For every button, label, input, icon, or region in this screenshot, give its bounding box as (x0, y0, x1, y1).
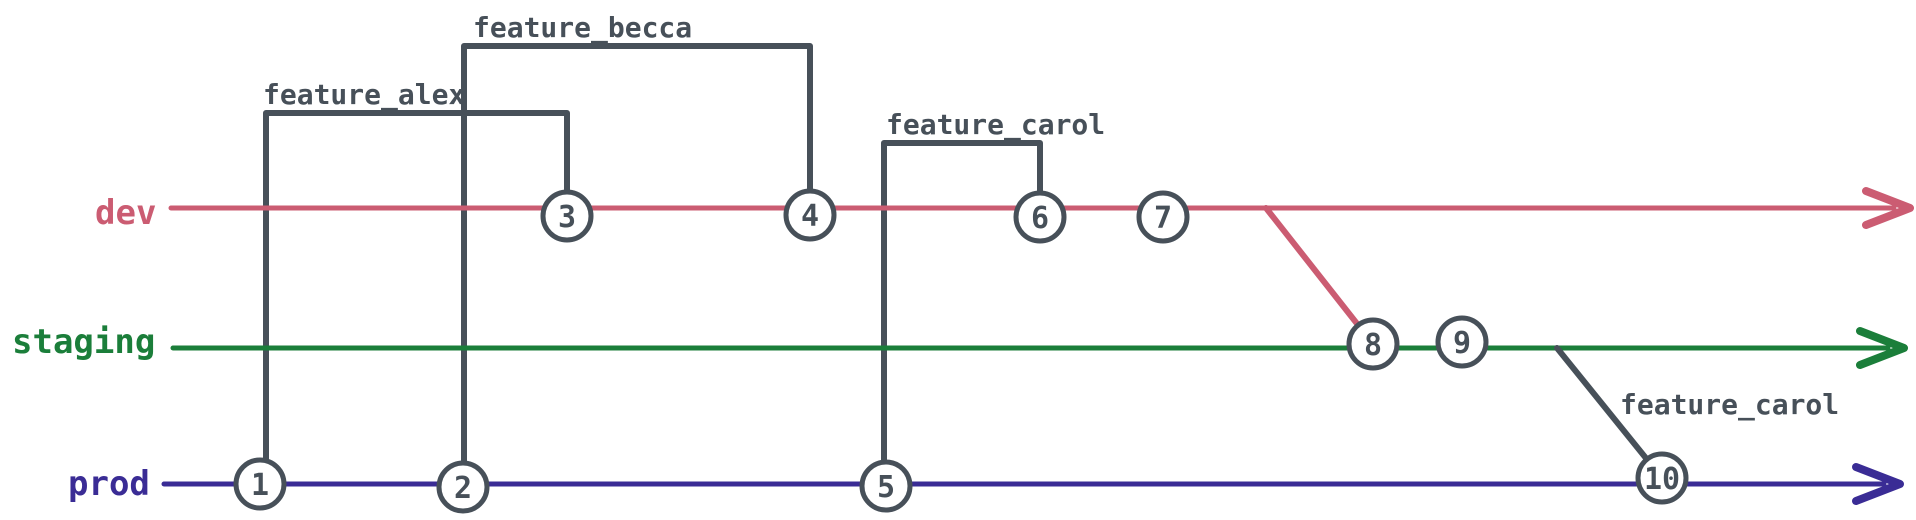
commit-number: 4 (801, 199, 819, 234)
commit-number: 2 (454, 471, 472, 506)
commit-node-3 (540, 189, 594, 243)
commit-node-5 (859, 459, 913, 513)
commit-number: 3 (558, 200, 576, 235)
commit-node-10 (1635, 451, 1689, 505)
commit-number: 7 (1154, 201, 1172, 236)
arrowhead-dev-icon (1862, 187, 1914, 229)
commit-node-8 (1346, 317, 1400, 371)
commit-node-6 (1013, 190, 1067, 244)
merge-line-staging-to-prod (1554, 345, 1665, 481)
feature-branch-label: feature_alex (263, 78, 465, 111)
arrowhead-staging-icon (1856, 327, 1908, 369)
commit-node-9 (1435, 315, 1489, 369)
branch-label-dev: dev (95, 193, 156, 233)
commit-node-1 (233, 457, 287, 511)
commit-number: 10 (1644, 462, 1680, 497)
branch-label-staging: staging (12, 322, 155, 362)
feature-branch-path-feature_carol (881, 140, 1043, 489)
merge-line-dev-to-staging (1263, 205, 1376, 347)
commit-number: 6 (1031, 201, 1049, 236)
feature-branch-label: feature_carol (886, 108, 1105, 141)
commit-node-7 (1136, 190, 1190, 244)
arrowhead-prod-icon (1852, 463, 1904, 505)
commit-node-4 (783, 188, 837, 242)
feature-branch-path-feature_alex (263, 110, 570, 487)
branch-label-prod: prod (68, 464, 150, 504)
commit-node-2 (436, 460, 490, 514)
feature-branch-path-feature_becca (461, 43, 813, 490)
feature-branch-label: feature_carol (1620, 388, 1839, 421)
commit-number: 1 (251, 468, 269, 503)
commit-number: 5 (877, 470, 895, 505)
feature-branch-label: feature_becca (473, 11, 692, 44)
commit-number: 9 (1453, 326, 1471, 361)
commit-number: 8 (1364, 328, 1382, 363)
